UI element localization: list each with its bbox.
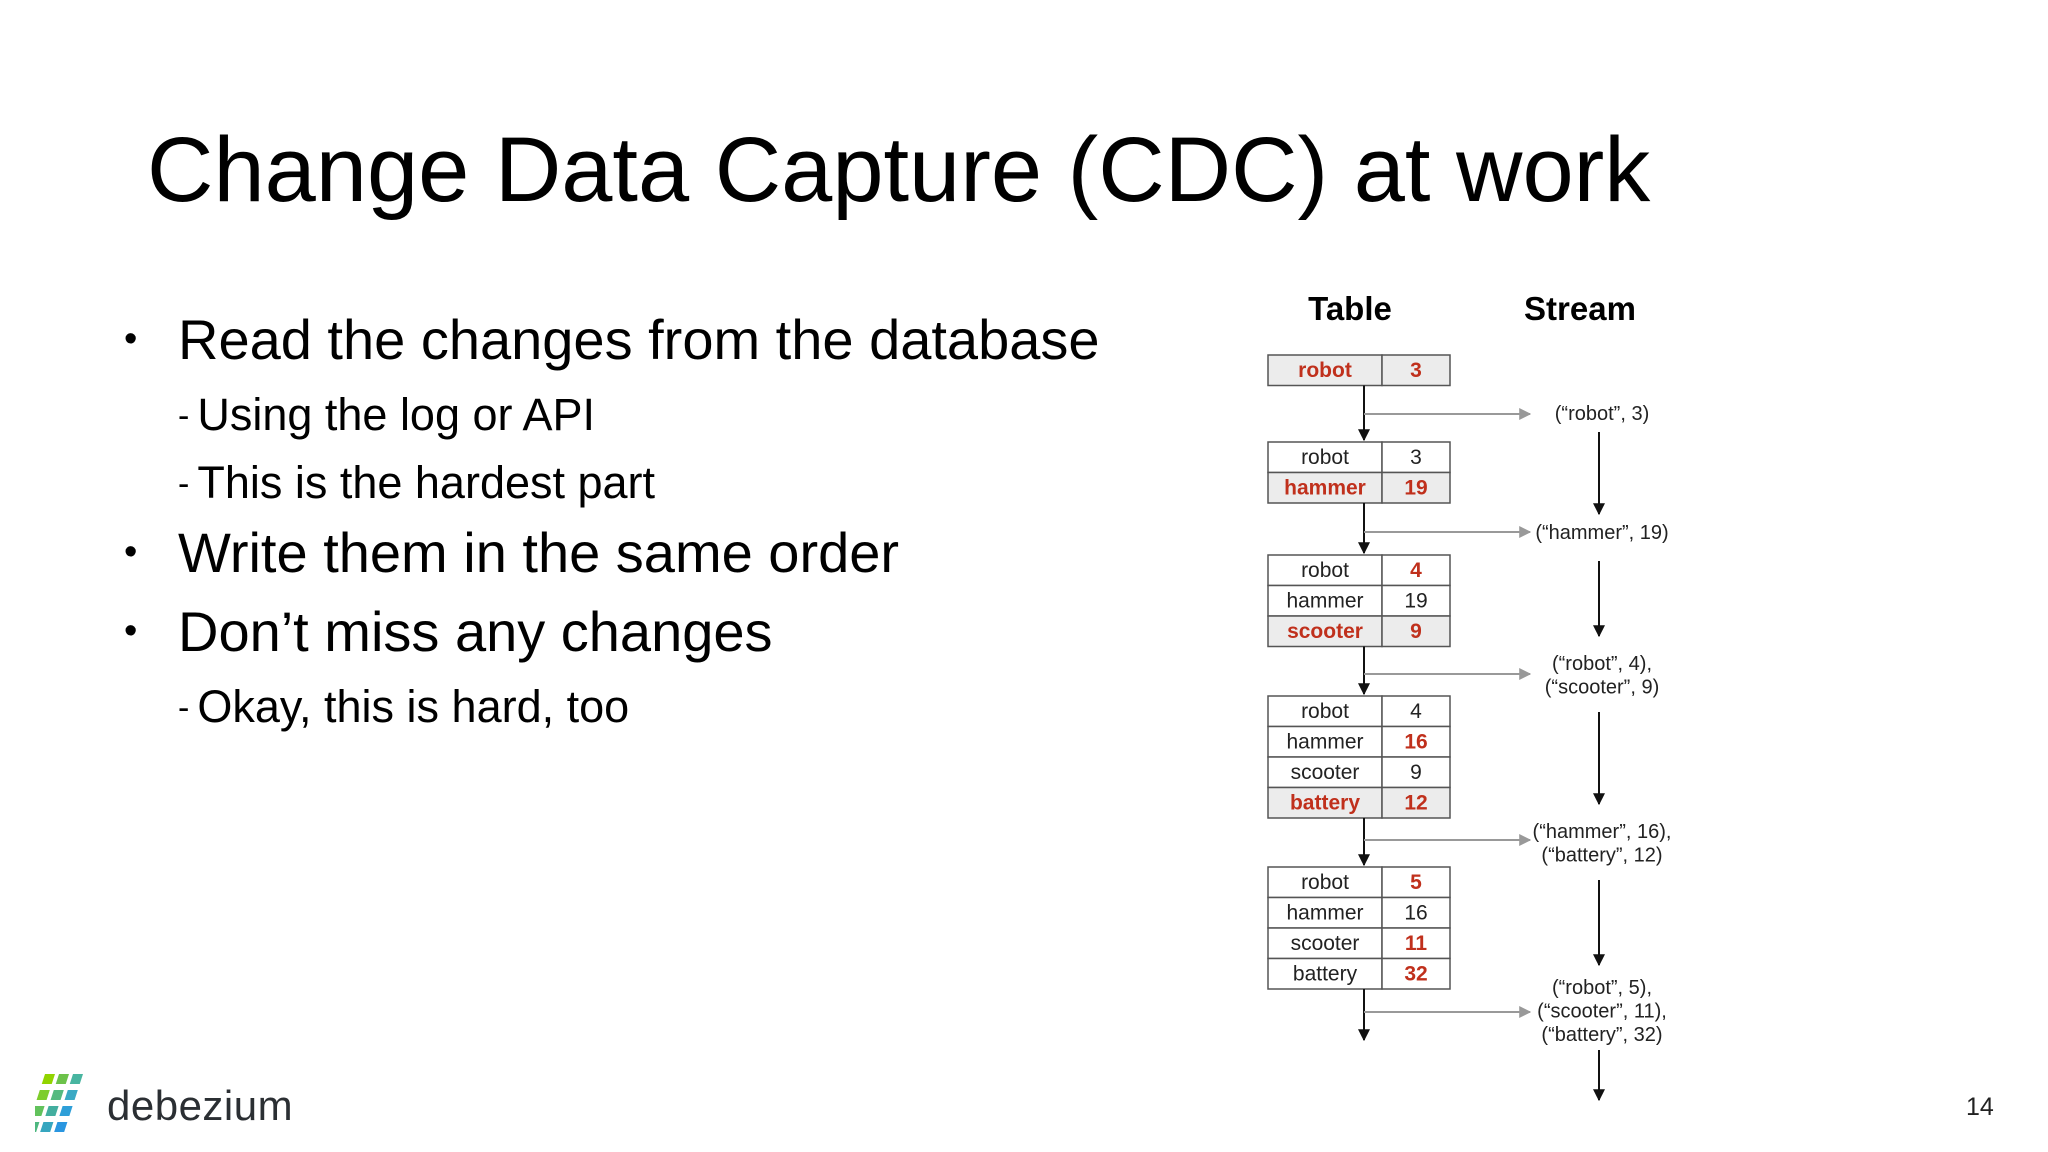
table-key-text: robot	[1301, 871, 1349, 894]
bullet-item: •Write them in the same order	[124, 525, 899, 581]
table-key-cell	[1267, 695, 1383, 728]
bullet-text: Read the changes from the database	[178, 308, 1100, 371]
bullet-text: Write them in the same order	[178, 521, 900, 584]
logo-text: debezium	[107, 1082, 294, 1129]
table-value-text: 4	[1410, 700, 1422, 723]
table-key-text: robot	[1301, 446, 1349, 469]
table-key-cell	[1267, 441, 1383, 474]
table-value-cell	[1381, 554, 1451, 587]
table-value-cell	[1381, 354, 1451, 387]
table-key-cell	[1267, 866, 1383, 899]
table-key-cell	[1267, 896, 1383, 929]
table-value-cell	[1381, 866, 1451, 899]
table-value-text: 3	[1410, 359, 1422, 382]
table-value-cell	[1381, 957, 1451, 990]
bullet-item: •Don’t miss any changes	[124, 604, 773, 660]
sub-bullet-text: Okay, this is hard, too	[197, 681, 630, 732]
table-value-text: 16	[1404, 901, 1427, 924]
stream-event-text: (“scooter”, 9)	[1545, 677, 1659, 699]
table-value-cell	[1381, 786, 1451, 819]
table-value-text: 19	[1404, 476, 1427, 499]
table-key-text: robot	[1301, 559, 1349, 582]
stream-event-text: (“scooter”, 11),	[1537, 1001, 1667, 1023]
table-key-cell	[1267, 615, 1383, 648]
bullet-dot: •	[124, 610, 138, 652]
sub-bullet-dash: -	[178, 397, 190, 435]
stream-event-text: (“battery”, 32)	[1541, 1024, 1662, 1046]
table-value-cell	[1381, 471, 1451, 504]
bullet-item: •Read the changes from the database	[124, 312, 1100, 368]
stream-event-text: (“robot”, 3)	[1555, 403, 1649, 425]
table-value-cell	[1381, 896, 1451, 929]
stream-event-text: (“hammer”, 16),	[1533, 821, 1672, 843]
sub-bullet-item: -Okay, this is hard, too	[178, 684, 629, 729]
table-key-text: battery	[1293, 962, 1358, 985]
table-key-text: robot	[1298, 359, 1352, 382]
table-value-text: 19	[1404, 589, 1427, 612]
stream-event-text: (“hammer”, 19)	[1535, 522, 1668, 544]
table-key-text: hammer	[1284, 476, 1366, 499]
bullet-text: Don’t miss any changes	[178, 600, 773, 663]
table-key-cell	[1267, 471, 1383, 504]
table-value-text: 3	[1410, 446, 1422, 469]
table-value-text: 12	[1404, 791, 1427, 814]
table-value-text: 9	[1410, 761, 1422, 784]
table-value-text: 9	[1410, 620, 1422, 643]
sub-bullet-dash: -	[178, 689, 190, 727]
page-number: 14	[1966, 1093, 1994, 1121]
table-value-cell	[1381, 615, 1451, 648]
table-key-text: scooter	[1287, 620, 1363, 643]
table-value-cell	[1381, 756, 1451, 789]
table-value-text: 16	[1404, 730, 1427, 753]
table-key-text: robot	[1301, 700, 1349, 723]
table-value-cell	[1381, 927, 1451, 960]
table-key-text: hammer	[1286, 901, 1363, 924]
table-key-cell	[1267, 584, 1383, 617]
table-value-text: 5	[1410, 871, 1422, 894]
bullet-dot: •	[124, 531, 138, 573]
sub-bullet-item: -Using the log or API	[178, 392, 595, 437]
table-key-text: scooter	[1291, 761, 1360, 784]
stream-event-text: (“robot”, 5),	[1552, 977, 1652, 999]
table-header: Table	[1308, 290, 1392, 327]
stream-header: Stream	[1524, 290, 1636, 327]
table-value-cell	[1381, 441, 1451, 474]
debezium-logo-icon	[35, 1074, 83, 1132]
sub-bullet-text: Using the log or API	[197, 389, 596, 440]
table-key-cell	[1267, 554, 1383, 587]
bullet-dot: •	[124, 318, 138, 360]
table-key-text: scooter	[1291, 932, 1360, 955]
sub-bullet-dash: -	[178, 465, 190, 503]
slide-title: Change Data Capture (CDC) at work	[147, 119, 1651, 221]
sub-bullet-text: This is the hardest part	[197, 457, 656, 508]
table-key-text: hammer	[1286, 589, 1363, 612]
table-value-text: 11	[1405, 932, 1428, 955]
table-key-text: battery	[1290, 791, 1360, 814]
table-key-text: hammer	[1286, 730, 1363, 753]
stream-event-text: (“battery”, 12)	[1541, 845, 1662, 867]
stream-event-text: (“robot”, 4),	[1552, 653, 1652, 675]
table-value-text: 32	[1404, 962, 1427, 985]
sub-bullet-item: -This is the hardest part	[178, 460, 655, 505]
table-value-text: 4	[1410, 559, 1422, 582]
